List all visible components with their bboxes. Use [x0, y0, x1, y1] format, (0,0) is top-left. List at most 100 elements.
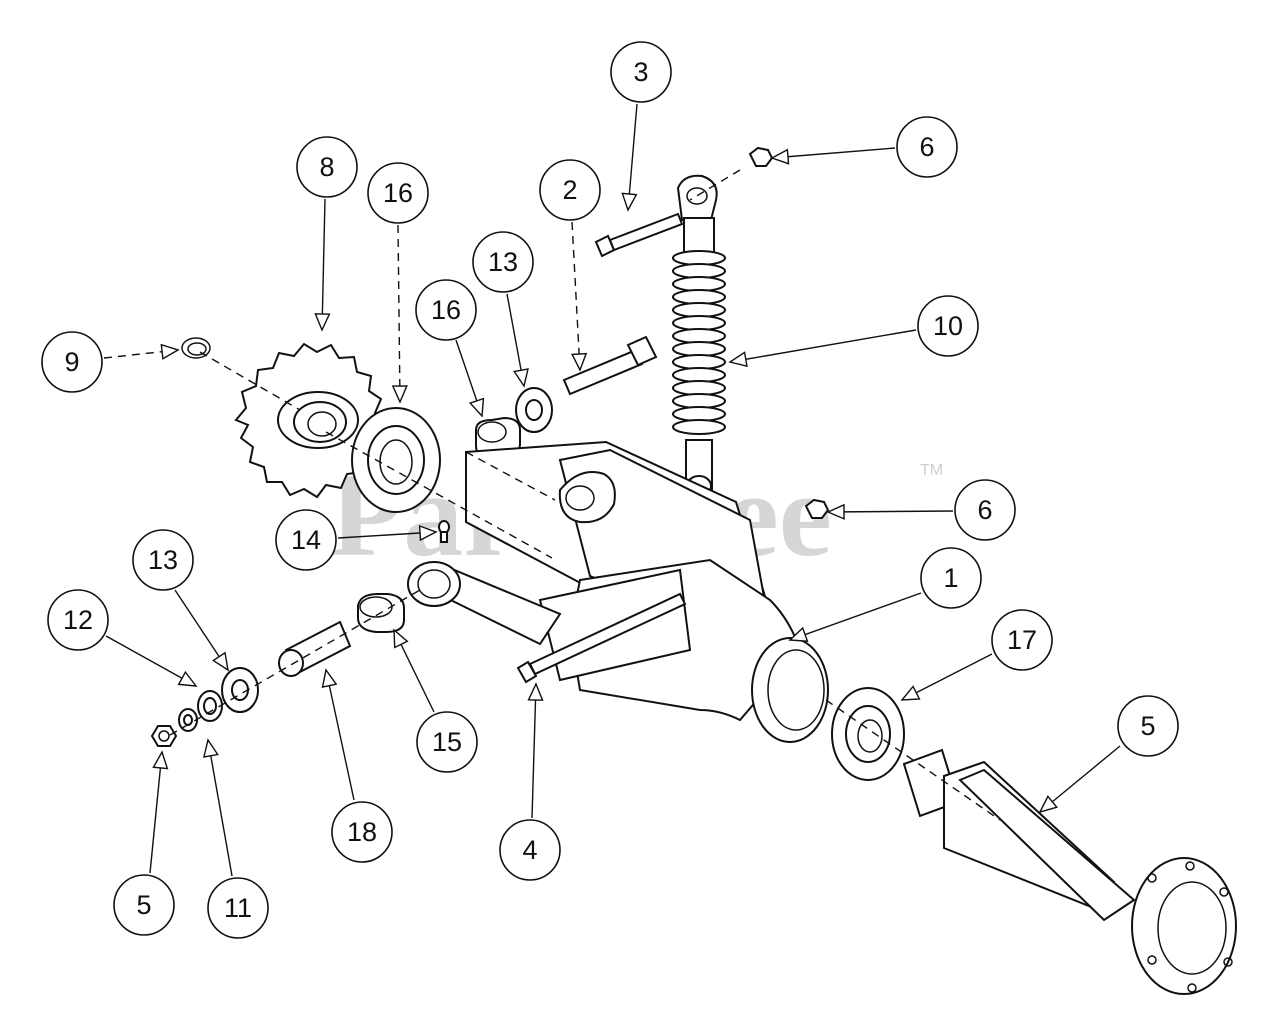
- callout-label: 8: [319, 152, 334, 182]
- leader-arrowhead-c18: [321, 668, 338, 689]
- callout-circle: [1117, 695, 1179, 757]
- leader-arrowhead-c9: [160, 343, 180, 360]
- spring-coil: [672, 380, 726, 396]
- spring-coil: [672, 419, 726, 435]
- callout-circle: [954, 479, 1016, 541]
- callout-label: 6: [919, 132, 934, 162]
- leader-arrowhead-c15: [393, 628, 409, 649]
- callout-circle: [896, 116, 958, 178]
- spring-coil: [672, 263, 726, 279]
- callout-circle: [917, 295, 979, 357]
- axle-shaft: [902, 748, 1237, 995]
- spring-coil: [672, 250, 726, 266]
- bearing-right: [831, 687, 905, 781]
- callout-c1: 1: [920, 547, 982, 609]
- callout-label: 16: [383, 178, 413, 208]
- spring-coil: [672, 393, 726, 409]
- callout-circle: [41, 331, 103, 393]
- leader-line-c16a: [397, 224, 401, 403]
- callout-circle: [991, 609, 1053, 671]
- callout-label: 14: [291, 525, 321, 555]
- callout-circle: [472, 231, 534, 293]
- callout-label: 16: [431, 295, 461, 325]
- callout-c6b: 6: [954, 479, 1016, 541]
- callout-label: 6: [977, 495, 992, 525]
- callout-label: 5: [1140, 711, 1155, 741]
- washer-small: [197, 690, 223, 722]
- spring-coil: [672, 302, 726, 318]
- washer-lower: [221, 667, 259, 713]
- callout-circle: [275, 509, 337, 571]
- leader-arrowhead-c8: [314, 313, 331, 332]
- leader-line-c8: [321, 198, 326, 331]
- callout-c10: 10: [917, 295, 979, 357]
- leader-arrowhead-c13b: [212, 651, 229, 672]
- nut-upper: [748, 146, 774, 167]
- callout-circle: [207, 877, 269, 939]
- spring-coil: [672, 289, 726, 305]
- callout-c14: 14: [275, 509, 337, 571]
- callout-circle: [367, 162, 429, 224]
- callout-c13b: 13: [132, 529, 194, 591]
- leader-arrowhead-c6b: [826, 503, 845, 520]
- spring-coil: [672, 406, 726, 422]
- leader-line-c5a: [149, 751, 163, 874]
- leader-arrowhead-c4: [527, 682, 544, 701]
- leader-line-c10: [729, 329, 917, 363]
- leader-arrowhead-c14: [418, 524, 438, 542]
- leader-line-c2: [571, 221, 581, 371]
- leader-lines: [103, 103, 1121, 877]
- nut-middle: [804, 498, 830, 519]
- callout-c16b: 16: [415, 279, 477, 341]
- callout-label: 9: [64, 347, 79, 377]
- washer-upper: [515, 387, 553, 433]
- callout-circle: [132, 529, 194, 591]
- callout-label: 12: [63, 605, 93, 635]
- callout-circle: [416, 711, 478, 773]
- leader-arrowhead-c5a: [152, 750, 169, 770]
- leader-arrowhead-c11: [202, 738, 219, 758]
- spring-coil: [672, 367, 726, 383]
- callout-circle: [296, 136, 358, 198]
- callout-label: 17: [1007, 625, 1037, 655]
- spring-coil: [672, 315, 726, 331]
- leader-line-c11: [207, 739, 233, 877]
- callout-c5a: 5: [113, 874, 175, 936]
- callout-circle: [47, 589, 109, 651]
- leader-line-c12: [105, 635, 197, 687]
- leader-arrowhead-c16b: [468, 397, 485, 418]
- callout-c4: 4: [499, 819, 561, 881]
- leader-arrowhead-c10: [728, 351, 748, 368]
- leader-arrowhead-c13a: [513, 368, 529, 388]
- callout-c3: 3: [610, 41, 672, 103]
- callout-label: 18: [347, 817, 377, 847]
- bolt-upper: [594, 212, 684, 258]
- callout-c13a: 13: [472, 231, 534, 293]
- callout-c5b: 5: [1117, 695, 1179, 757]
- callout-circle: [499, 819, 561, 881]
- callout-c16a: 16: [367, 162, 429, 224]
- callout-c6a: 6: [896, 116, 958, 178]
- center-lines: [169, 169, 1001, 821]
- pivot-tube: [407, 561, 562, 646]
- callout-c11: 11: [207, 877, 269, 939]
- leader-arrowhead-c5b: [1038, 795, 1059, 814]
- callout-circle: [539, 159, 601, 221]
- leader-line-c6b: [827, 510, 954, 513]
- parts-drawing: [150, 146, 1237, 995]
- retaining-ring: [181, 337, 211, 359]
- callout-label: 5: [136, 890, 151, 920]
- leader-line-c4: [531, 683, 537, 819]
- callout-c15: 15: [416, 711, 478, 773]
- leader-line-c17: [901, 653, 993, 701]
- callout-c18: 18: [331, 801, 393, 863]
- callout-c17: 17: [991, 609, 1053, 671]
- leader-line-c18: [325, 669, 355, 801]
- callout-circle: [113, 874, 175, 936]
- leader-arrowhead-c17: [900, 685, 921, 701]
- grease-fitting: [438, 520, 450, 543]
- leader-line-c1: [789, 592, 922, 641]
- sprocket: [234, 342, 386, 499]
- spacer-tube: [278, 620, 352, 677]
